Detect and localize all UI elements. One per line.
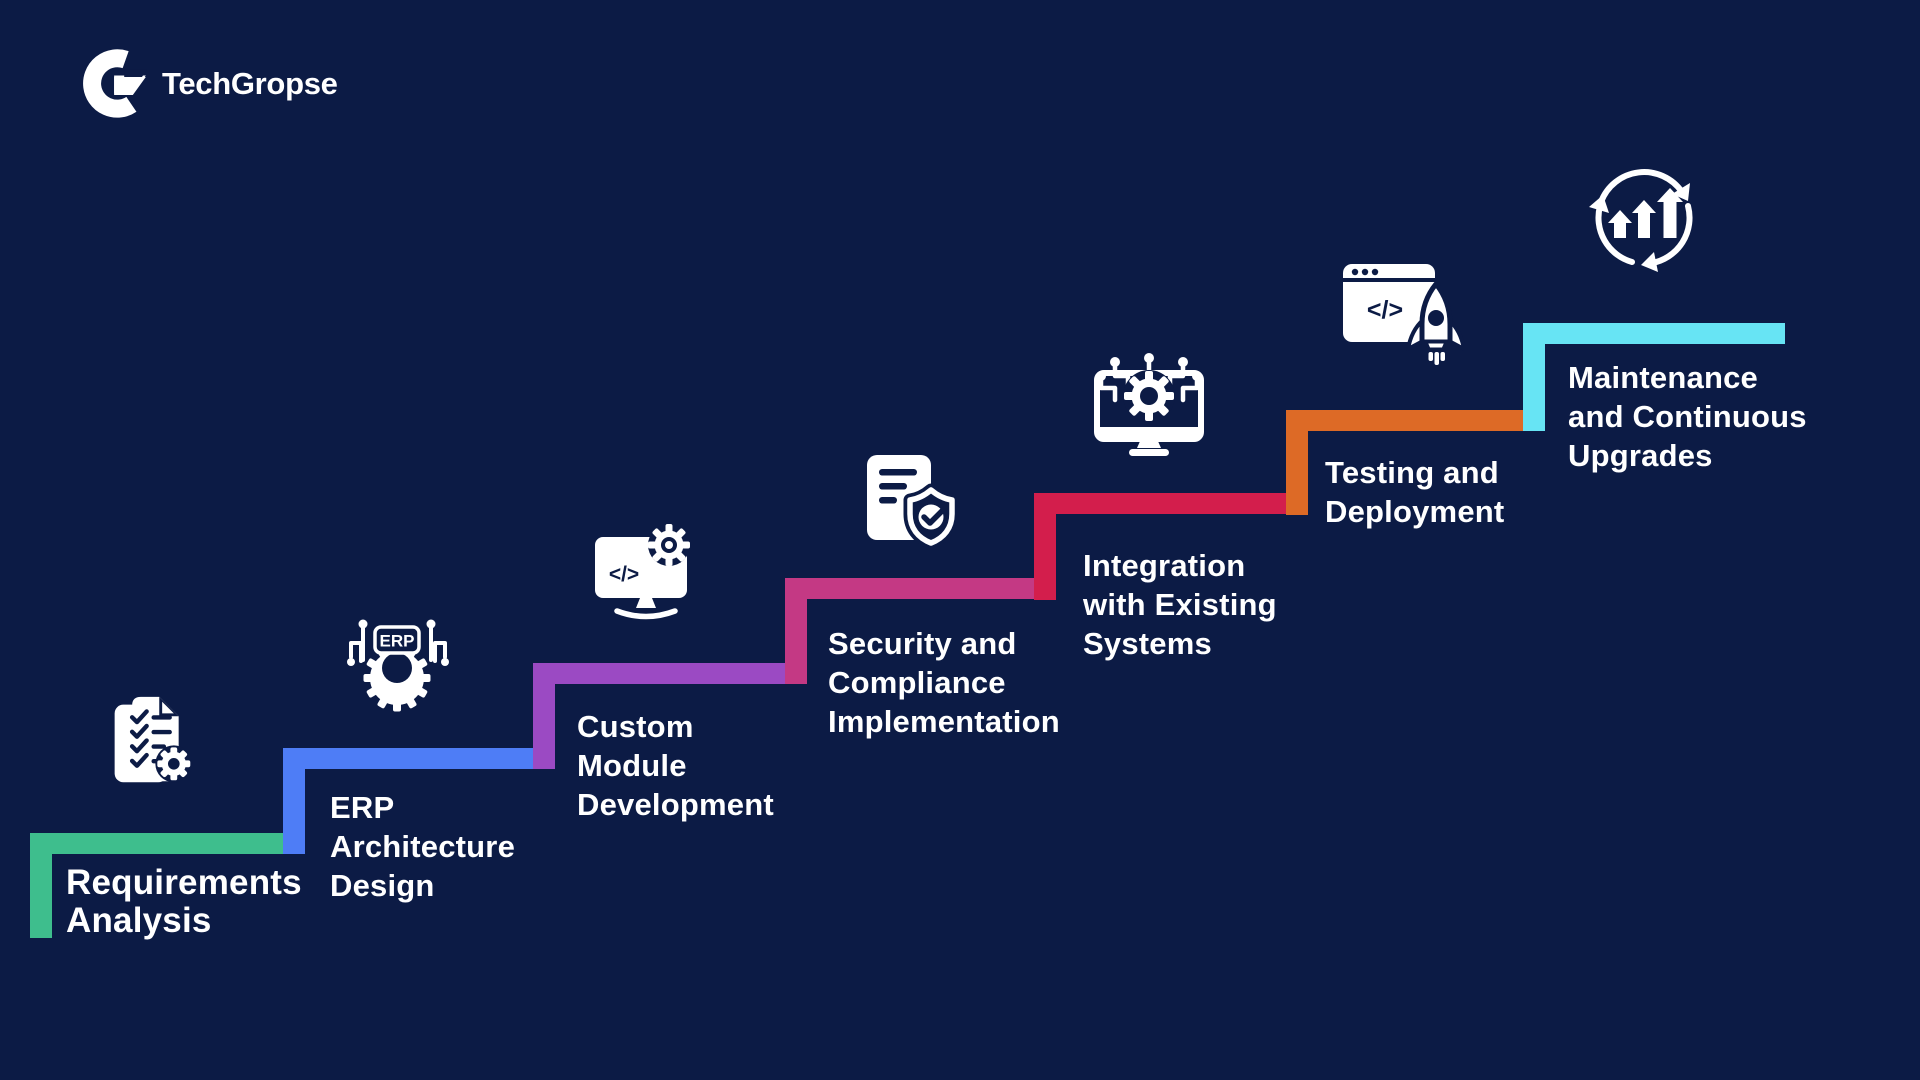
document-shield-check-icon — [867, 455, 959, 547]
rocket-shape — [1406, 281, 1465, 365]
step-riser — [1286, 410, 1308, 515]
step-tread — [1034, 493, 1286, 514]
techgropse-g-logo-icon — [83, 49, 148, 118]
erp-icon-label: ERP — [380, 632, 415, 651]
step-riser — [30, 833, 52, 938]
step-label: Maintenance and Continuous Upgrades — [1568, 360, 1807, 473]
step-tread — [533, 663, 785, 684]
step-riser — [533, 663, 555, 769]
step-tread — [785, 578, 1034, 599]
step-label: Security and Compliance Implementation — [828, 626, 1060, 739]
code-glyph: </> — [609, 563, 639, 586]
step-tread — [1286, 410, 1523, 431]
step-riser — [785, 578, 807, 684]
code-glyph: </> — [1367, 296, 1403, 324]
brand-name: TechGropse — [162, 66, 338, 101]
cycle-growth-arrows-icon — [1589, 169, 1693, 272]
step-riser — [1523, 323, 1545, 431]
step-label: Integration with Existing Systems — [1083, 548, 1277, 661]
step-label: Requirements Analysis — [66, 863, 302, 940]
step-riser — [283, 748, 305, 854]
monitor-gear-network-icon — [1094, 353, 1204, 456]
step-tread — [283, 748, 533, 769]
erp-gear-circuit-icon: ERP — [347, 619, 449, 712]
monitor-code-gear-icon: </> — [595, 524, 690, 620]
checklist-gear-icon — [114, 696, 193, 783]
step-label: Testing and Deployment — [1325, 455, 1505, 529]
step-tread — [30, 833, 283, 854]
step-label: Custom Module Development — [577, 709, 774, 822]
step-tread — [1523, 323, 1785, 344]
step-label: ERP Architecture Design — [330, 790, 516, 903]
browser-code-rocket-icon: </> — [1343, 264, 1465, 365]
brand-logo: TechGropse — [78, 46, 338, 118]
step-riser — [1034, 493, 1056, 600]
